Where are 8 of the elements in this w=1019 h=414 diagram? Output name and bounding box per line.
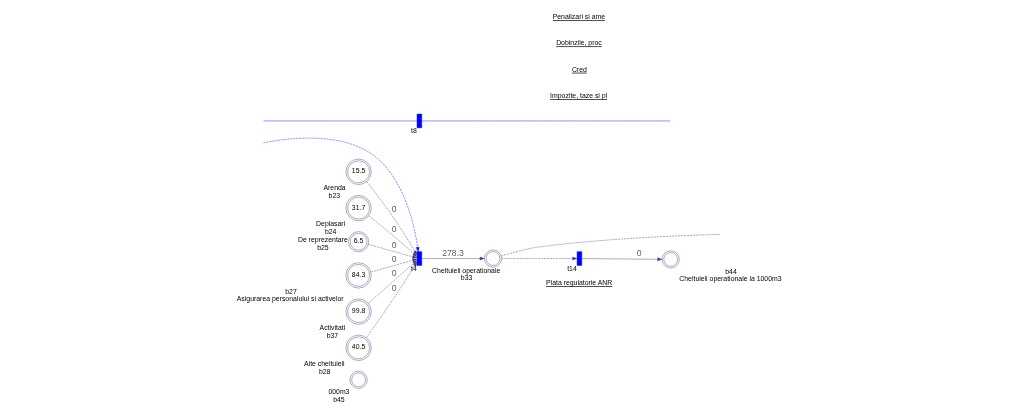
edge-label: 0 — [636, 248, 642, 259]
edge-label: 0 — [391, 267, 397, 278]
edge-label: 278.3 — [441, 247, 464, 258]
edge-label: 0 — [391, 204, 397, 215]
edge-label: 0 — [391, 240, 397, 251]
edge-label: 0 — [391, 283, 397, 294]
edge-label: 0 — [391, 223, 397, 234]
edge-label: 0 — [391, 254, 397, 264]
